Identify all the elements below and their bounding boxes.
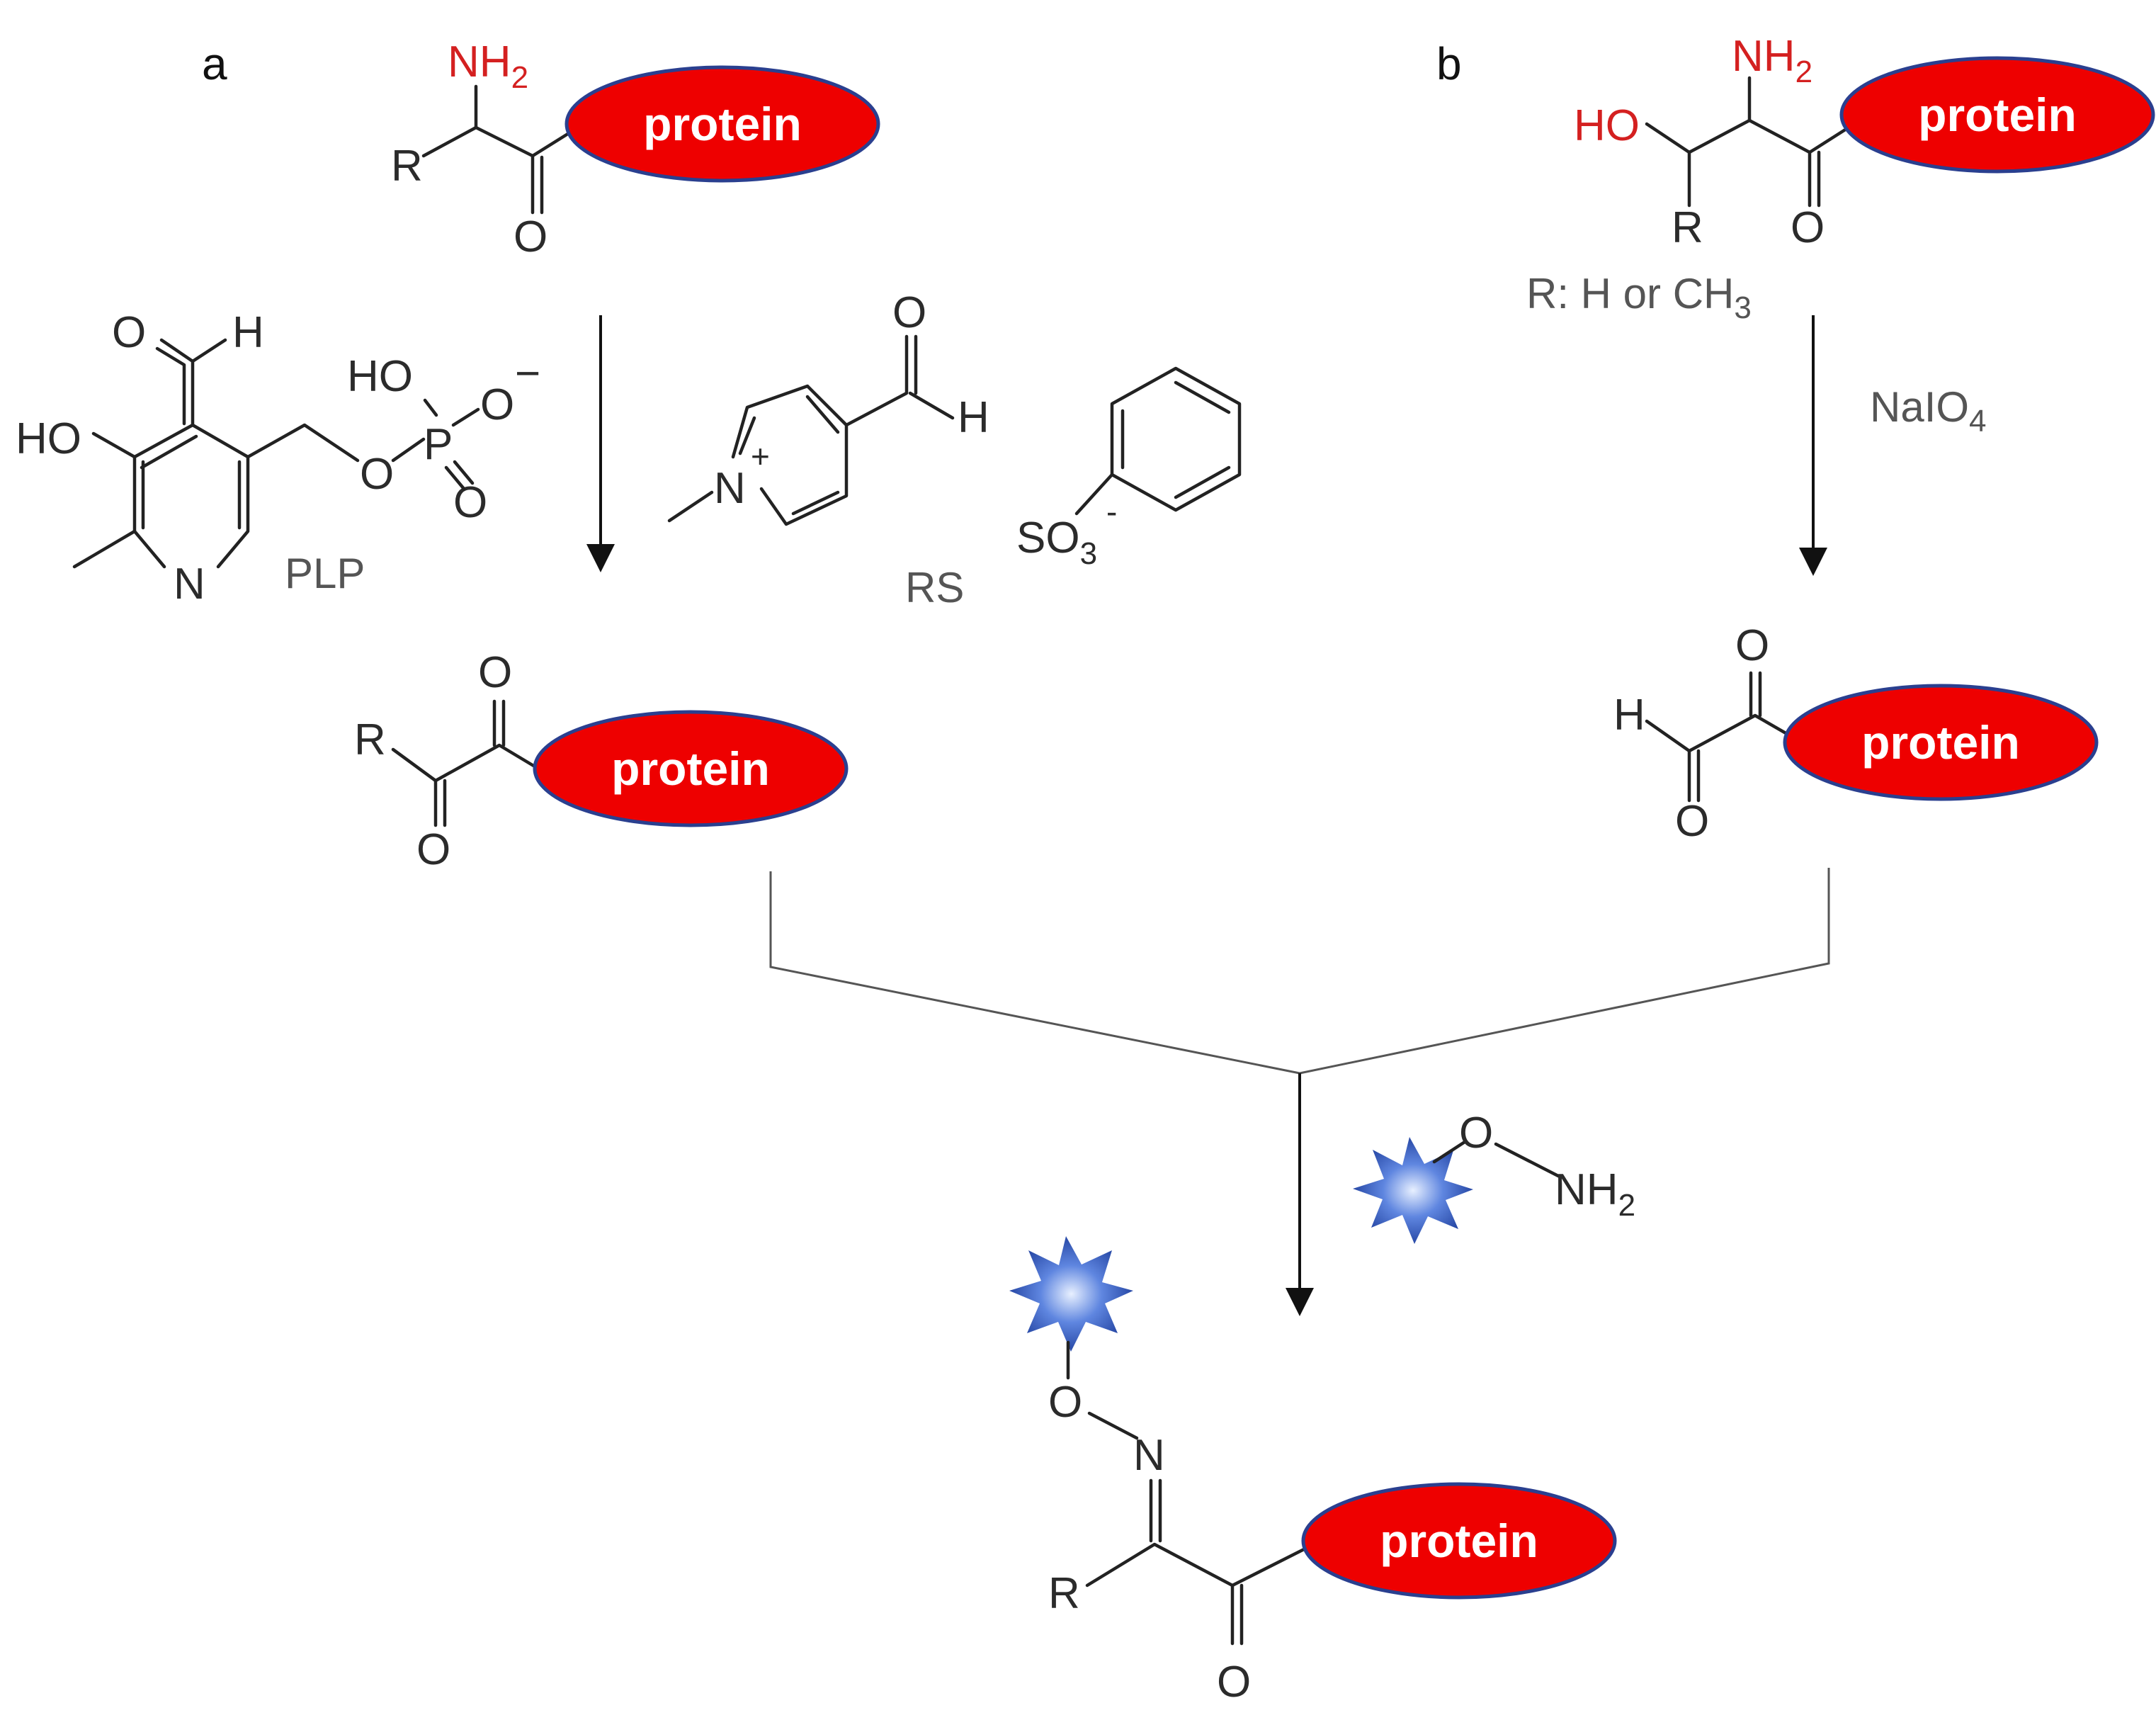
svg-text:protein: protein xyxy=(1861,716,2020,769)
svg-text:protein: protein xyxy=(1918,89,2077,141)
svg-text:RS: RS xyxy=(905,564,964,611)
protein-blob: protein xyxy=(1783,684,2099,801)
svg-text:protein: protein xyxy=(643,98,802,150)
fluorophore-star-icon xyxy=(1009,1236,1133,1352)
svg-text:N: N xyxy=(174,560,205,609)
svg-text:R: H or CH3: R: H or CH3 xyxy=(1526,270,1752,325)
svg-text:O: O xyxy=(1217,1658,1251,1707)
protein-blob: protein xyxy=(1839,56,2155,174)
svg-text:O: O xyxy=(1791,203,1825,252)
svg-text:R: R xyxy=(354,715,386,764)
benzenesulfonate: SO3 - xyxy=(1016,366,1242,571)
svg-text:O: O xyxy=(112,308,146,357)
svg-text:R: R xyxy=(1672,203,1703,252)
svg-text:O: O xyxy=(1675,797,1709,846)
svg-text:O: O xyxy=(892,288,926,337)
panel-b-start-molecule: NH2 HO R O R: H or CH3 protein xyxy=(1526,32,2155,325)
svg-text:O: O xyxy=(1459,1109,1493,1158)
panel-label-b: b xyxy=(1436,38,1462,89)
flow-line-left xyxy=(769,871,1300,1075)
svg-text:O: O xyxy=(360,450,394,499)
svg-text:−: − xyxy=(515,349,540,398)
plp-molecule: O H HO N HO P O − O O PLP xyxy=(16,308,540,609)
svg-text:H: H xyxy=(1613,691,1645,740)
svg-text:protein: protein xyxy=(1380,1515,1538,1567)
svg-text:N: N xyxy=(1133,1431,1165,1480)
protein-blob: protein xyxy=(533,710,849,827)
svg-text:O: O xyxy=(1735,621,1769,670)
aminooxy-reagent: O NH2 xyxy=(1353,1109,1635,1244)
svg-text:HO: HO xyxy=(1574,101,1640,150)
oxime-product: O N R O protein xyxy=(1009,1236,1617,1707)
svg-text:+: + xyxy=(751,438,770,475)
panel-label-a: a xyxy=(202,38,227,89)
panel-a-start-molecule: NH2 R O protein xyxy=(391,38,880,261)
svg-text:P: P xyxy=(424,420,453,469)
svg-text:O: O xyxy=(453,478,487,527)
svg-text:R: R xyxy=(391,142,423,191)
panel-b-product: H O O protein xyxy=(1613,621,2099,846)
protein-blob: protein xyxy=(1301,1482,1617,1600)
svg-text:H: H xyxy=(958,393,989,442)
svg-text:O: O xyxy=(416,825,450,874)
rs-molecule: O H N + RS xyxy=(667,288,989,611)
svg-text:NH2: NH2 xyxy=(1555,1165,1635,1223)
protein-blob: protein xyxy=(564,65,880,183)
svg-text:O: O xyxy=(480,380,514,429)
naio4-reagent: NaIO4 xyxy=(1870,383,1987,439)
svg-text:NH2: NH2 xyxy=(1732,32,1812,89)
flow-line-right xyxy=(1299,868,1830,1075)
svg-text:R: R xyxy=(1048,1569,1080,1618)
svg-text:SO3: SO3 xyxy=(1016,514,1097,571)
svg-text:NH2: NH2 xyxy=(448,38,528,95)
svg-text:H: H xyxy=(232,308,264,357)
svg-text:HO: HO xyxy=(347,352,413,401)
svg-text:O: O xyxy=(478,648,512,697)
panel-a-product: R O O protein xyxy=(354,648,849,874)
svg-text:-: - xyxy=(1106,493,1117,530)
svg-text:HO: HO xyxy=(16,414,81,463)
svg-text:PLP: PLP xyxy=(285,550,365,597)
svg-text:protein: protein xyxy=(611,742,770,795)
svg-text:O: O xyxy=(1048,1378,1082,1427)
svg-text:N: N xyxy=(714,464,746,513)
fluorophore-star-icon xyxy=(1353,1137,1473,1244)
svg-text:O: O xyxy=(514,213,547,261)
